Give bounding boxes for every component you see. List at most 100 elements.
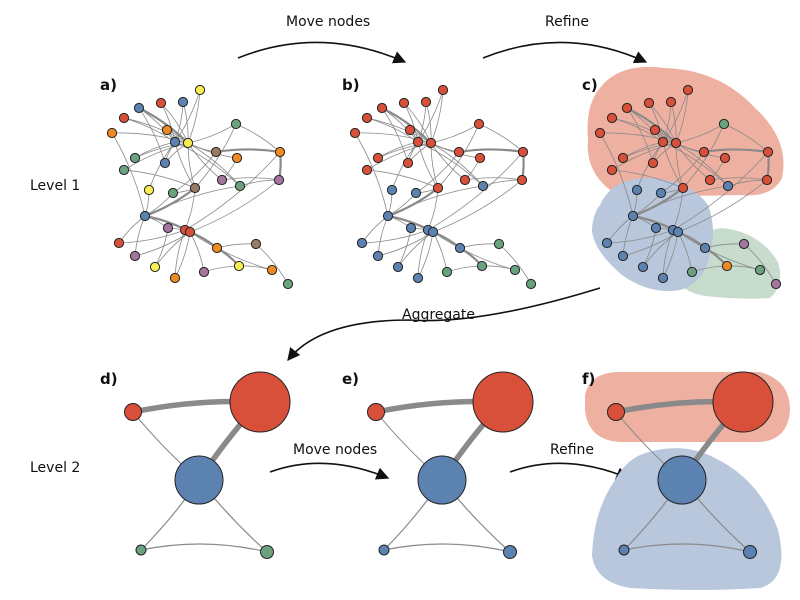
step-label-move-nodes-2: Move nodes bbox=[293, 442, 378, 458]
hull-blue-c bbox=[592, 178, 713, 291]
graph-edge bbox=[432, 231, 516, 271]
graph-node bbox=[184, 226, 196, 238]
graph-node bbox=[198, 266, 210, 278]
aggregate-node bbox=[503, 545, 517, 559]
graph-edge bbox=[611, 117, 677, 144]
graph-node bbox=[770, 278, 782, 290]
graph-panel-f bbox=[607, 371, 774, 559]
graph-node bbox=[686, 266, 698, 278]
graph-node bbox=[361, 164, 373, 176]
graph-edge bbox=[118, 229, 186, 244]
graph-node bbox=[722, 180, 734, 192]
graph-edge bbox=[677, 231, 761, 271]
graph-node bbox=[627, 210, 639, 222]
graph-panel-c bbox=[594, 84, 782, 290]
graph-node bbox=[699, 242, 711, 254]
graph-edge bbox=[599, 132, 634, 217]
graph-node bbox=[762, 146, 774, 158]
graph-node bbox=[392, 261, 404, 273]
graph-node bbox=[155, 97, 167, 109]
aggregate-node bbox=[657, 455, 707, 505]
graph-node bbox=[425, 137, 437, 149]
graph-node bbox=[459, 174, 471, 186]
graph-node bbox=[621, 102, 633, 114]
graph-node bbox=[398, 97, 410, 109]
aggregate-node bbox=[124, 403, 142, 421]
graph-node bbox=[372, 250, 384, 262]
graph-node bbox=[410, 187, 422, 199]
step-label-move-nodes-1: Move nodes bbox=[286, 14, 371, 30]
graph-node bbox=[189, 182, 201, 194]
graph-node bbox=[404, 124, 416, 136]
graph-node bbox=[149, 261, 161, 273]
graph-edge bbox=[459, 243, 500, 249]
graph-edge bbox=[118, 215, 146, 244]
graph-node bbox=[402, 157, 414, 169]
step-label-aggregate: Aggregate bbox=[402, 307, 475, 323]
aggregate-edge bbox=[140, 543, 268, 553]
graph-edge bbox=[111, 132, 189, 144]
aggregate-node bbox=[618, 544, 630, 556]
graph-edge bbox=[432, 179, 523, 233]
panel-label-b: b) bbox=[342, 76, 360, 94]
graph-node bbox=[525, 278, 537, 290]
graph-node bbox=[473, 118, 485, 130]
graph-node bbox=[182, 137, 194, 149]
graph-node bbox=[704, 174, 716, 186]
aggregate-node bbox=[174, 455, 224, 505]
graph-node bbox=[516, 174, 528, 186]
graph-node bbox=[282, 278, 294, 290]
graph-node bbox=[432, 182, 444, 194]
graph-edge bbox=[123, 169, 196, 189]
graph-edge bbox=[387, 185, 484, 217]
graph-node bbox=[670, 137, 682, 149]
graph-node bbox=[721, 260, 733, 272]
graph-edge bbox=[154, 227, 169, 268]
hull-blue-f bbox=[592, 448, 782, 590]
graph-node bbox=[113, 237, 125, 249]
graph-edge bbox=[361, 229, 429, 244]
arrow-refine-2 bbox=[509, 462, 630, 480]
graph-node bbox=[230, 118, 242, 130]
graph-node bbox=[754, 264, 766, 276]
graph-node bbox=[657, 136, 669, 148]
graph-panel-b bbox=[349, 84, 537, 290]
graph-node bbox=[738, 238, 750, 250]
graph-node bbox=[273, 174, 285, 186]
aggregate-node bbox=[472, 371, 534, 433]
graph-edge bbox=[677, 179, 768, 233]
graph-node bbox=[129, 250, 141, 262]
graph-node bbox=[698, 146, 710, 158]
graph-edge bbox=[417, 231, 434, 279]
graph-edge bbox=[611, 142, 677, 171]
graph-node bbox=[361, 112, 373, 124]
graph-panel-a bbox=[106, 84, 294, 290]
graph-node bbox=[231, 152, 243, 164]
graph-edge bbox=[599, 132, 677, 144]
graph-edge bbox=[134, 215, 146, 257]
panel-label-d: d) bbox=[100, 370, 118, 388]
graph-edge bbox=[187, 123, 237, 144]
graph-edge bbox=[174, 231, 191, 279]
graph-node bbox=[159, 157, 171, 169]
graph-edge bbox=[194, 123, 237, 189]
graph-node bbox=[718, 118, 730, 130]
graph-node bbox=[617, 152, 629, 164]
graph-node bbox=[594, 127, 606, 139]
graph-node bbox=[216, 174, 228, 186]
graph-node bbox=[672, 226, 684, 238]
panel-label-f: f) bbox=[582, 370, 596, 388]
graph-node bbox=[412, 136, 424, 148]
graph-node bbox=[617, 250, 629, 262]
graph-edge bbox=[354, 132, 389, 217]
arrow-move-nodes-1 bbox=[237, 41, 407, 64]
graph-edge bbox=[187, 142, 241, 187]
graph-node bbox=[437, 84, 449, 96]
graph-edge bbox=[626, 107, 654, 164]
graph-node bbox=[649, 124, 661, 136]
graph-edge bbox=[430, 142, 439, 189]
graph-edge bbox=[427, 151, 524, 231]
graph-node bbox=[606, 164, 618, 176]
graph-node bbox=[167, 187, 179, 199]
graph-node bbox=[169, 136, 181, 148]
